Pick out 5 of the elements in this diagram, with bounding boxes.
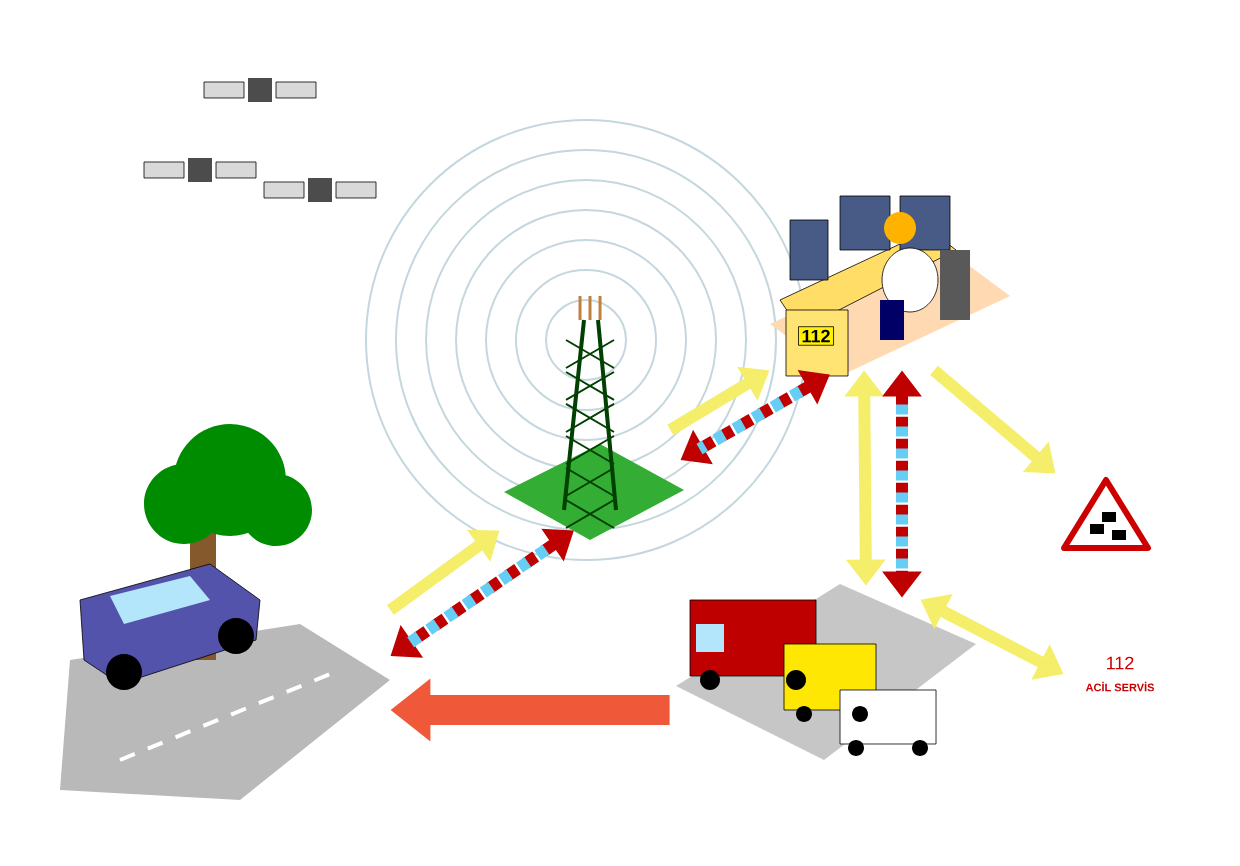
warning-sign-drawing — [1061, 477, 1151, 551]
radio-tower-drawing — [504, 296, 684, 540]
emergency-vehicles-drawing — [676, 584, 976, 760]
operator-desk-drawing: 112 — [770, 195, 1010, 377]
car-crash-drawing — [60, 424, 390, 800]
